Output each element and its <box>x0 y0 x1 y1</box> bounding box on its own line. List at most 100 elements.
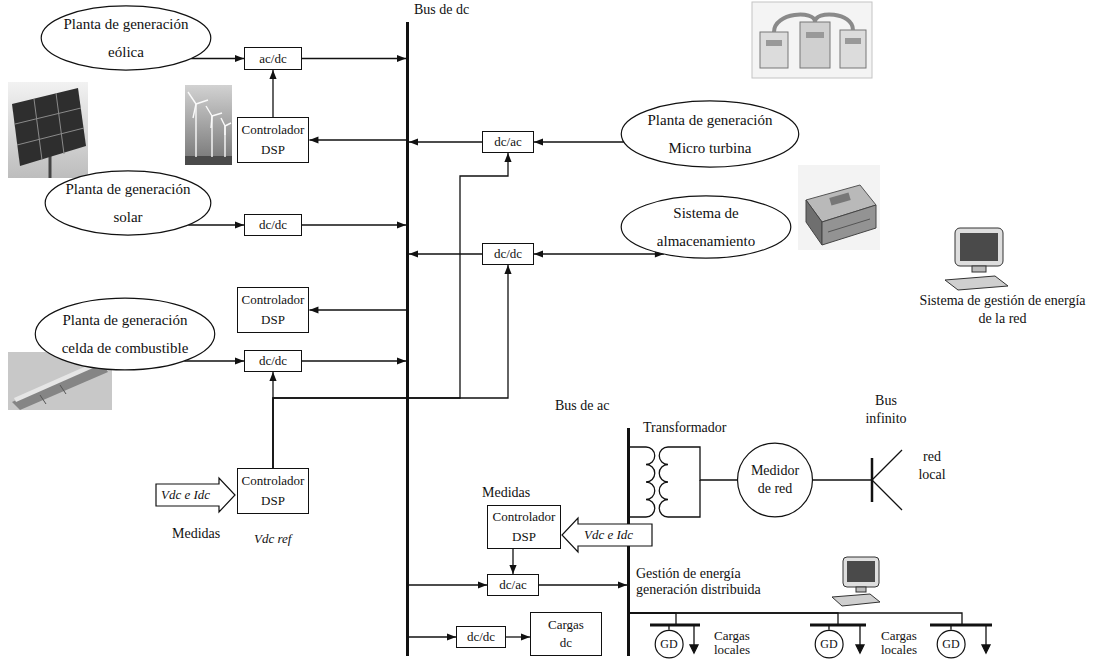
arrow-head <box>309 136 318 143</box>
node-label: Controlador DSP <box>241 290 305 330</box>
node-label: dc/dc <box>259 353 287 369</box>
grid-meter: Medidor de red <box>737 442 813 518</box>
node-label: Controlador DSP <box>241 120 305 160</box>
arrow-head <box>235 357 244 364</box>
node-label: GD <box>942 637 959 651</box>
micro-turbine-photo <box>752 2 872 78</box>
micro-turbine-photo <box>752 2 872 78</box>
connector-line <box>630 613 962 630</box>
connector-line <box>302 360 406 361</box>
wind-turbine-photo <box>206 106 212 116</box>
connector <box>302 221 406 228</box>
node-label: GD <box>660 637 677 651</box>
arrow-head <box>397 55 406 62</box>
computer-icon <box>972 266 986 272</box>
generator-circle: GD <box>815 630 843 658</box>
wind-turbine-photo <box>221 118 225 126</box>
node-text-area: Medidor de red <box>737 442 813 518</box>
ellipse-outline <box>655 630 683 657</box>
arrow-head <box>397 221 406 228</box>
battery-photo <box>798 165 880 250</box>
node-label: GD <box>820 637 837 651</box>
load-arrow <box>856 645 864 653</box>
computer-icon <box>945 228 1008 290</box>
transformer-symbol <box>629 447 655 517</box>
arrow-head <box>534 138 543 145</box>
ellipse-outline <box>937 630 965 657</box>
ellipse-outline <box>40 5 212 71</box>
node-text-area: Controlador DSP <box>238 118 309 162</box>
connector-line <box>409 141 482 142</box>
connector-line <box>534 141 624 142</box>
connector <box>630 613 838 630</box>
battery-photo <box>798 165 880 250</box>
connector <box>191 55 244 62</box>
connector <box>269 70 276 117</box>
ellipse-outline <box>620 100 800 168</box>
connector-line <box>302 58 406 59</box>
connector <box>506 633 530 640</box>
dc-bus: Bus de dc <box>406 22 409 656</box>
fuel-cell-photo <box>40 395 46 404</box>
load-arrow <box>693 625 694 646</box>
connector <box>302 55 406 62</box>
ellipse-outline <box>34 297 216 371</box>
solar-panel-photo <box>15 93 84 160</box>
wind-turbine-photo <box>195 104 196 157</box>
node-text-area: Planta de generación Micro turbina <box>620 100 800 168</box>
node-text-area: dc/dc <box>245 351 301 371</box>
computer-icon <box>832 594 880 606</box>
solar-panel-photo <box>34 99 42 160</box>
arrow-head <box>534 250 543 257</box>
connector <box>509 549 516 574</box>
hollow-arrow <box>156 478 235 512</box>
computer-icon <box>843 557 879 587</box>
arrow-head <box>504 153 511 162</box>
connector <box>534 138 624 145</box>
arrow-head <box>269 70 276 79</box>
ellipse-outline <box>41 6 211 70</box>
solar-panel-photo <box>17 128 84 145</box>
transformer-symbol <box>668 447 737 480</box>
connector-line <box>534 253 664 254</box>
load-label: Cargas locales <box>875 629 923 657</box>
converter-box: dc/dc <box>244 350 302 372</box>
connector-line <box>309 139 406 140</box>
wind-turbine-photo <box>185 85 232 165</box>
node-text-area: GD <box>937 630 965 658</box>
wind-turbine-photo <box>212 113 222 116</box>
computer-icon <box>960 233 998 261</box>
infinite-bus-symbol <box>872 450 902 480</box>
generation-plant: Planta de generación eólica <box>40 5 212 71</box>
connector-line <box>409 584 487 585</box>
battery-photo <box>806 200 822 245</box>
node-label: dc/ac <box>499 577 526 593</box>
connector <box>309 306 406 313</box>
computer-icon <box>955 228 1003 266</box>
node-label: dc/dc <box>494 246 522 262</box>
arrow-head <box>269 372 276 381</box>
ellipse-outline <box>621 196 791 258</box>
wind-turbine-photo <box>211 116 212 157</box>
node-label: Planta de generación Micro turbina <box>640 106 780 162</box>
solar-panel-photo <box>8 82 88 178</box>
computer-icon <box>856 587 866 592</box>
signal-label: Vdc e Idc <box>161 487 210 503</box>
node-text-area: Controlador DSP <box>238 288 309 332</box>
converter-box: dc/ac <box>482 131 534 153</box>
wind-turbine-photo <box>196 100 208 104</box>
load-arrow <box>690 645 698 653</box>
connector <box>409 581 487 588</box>
converter-box: dc/dc <box>244 214 302 236</box>
node-label: Medidor de red <box>744 462 806 498</box>
node-text-area: dc/dc <box>483 244 533 264</box>
arrow-head <box>309 306 318 313</box>
ellipse-outline <box>737 442 813 518</box>
node-text-area: GD <box>815 630 843 658</box>
measure-label: Medidas <box>172 526 220 542</box>
load-arrow <box>859 625 860 646</box>
converter-box: ac/dc <box>244 47 302 70</box>
arrow-head <box>447 633 456 640</box>
ellipse-outline <box>35 298 214 370</box>
